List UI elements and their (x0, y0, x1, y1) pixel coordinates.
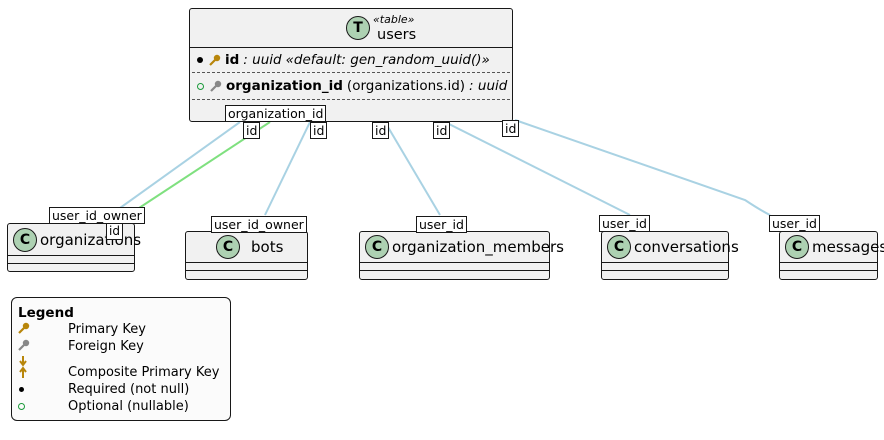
relation-label-user-id: user_id (599, 215, 650, 232)
organizations-entity[interactable]: C organizations (7, 223, 141, 272)
foreign-key-icon (210, 80, 222, 92)
field-name: id (225, 52, 240, 68)
users-organization-members-line (384, 121, 441, 216)
bots-entity[interactable]: C bots (185, 231, 308, 280)
users-table[interactable]: T «table» users id : uuid «default: gen_… (189, 8, 513, 122)
table-type-icon: T (346, 16, 370, 40)
legend-item: Primary Key (18, 321, 230, 338)
legend-label: Optional (nullable) (68, 399, 189, 414)
relation-label-id: id (106, 223, 123, 240)
users-bots-line (264, 121, 311, 216)
legend-label: Required (not null) (68, 382, 190, 397)
legend-item: Optional (nullable) (18, 398, 230, 415)
table-name: users (377, 27, 417, 43)
field-organization-id[interactable]: organization_id (organizations.id) : uui… (190, 73, 512, 99)
relation-label-user-id: user_id (416, 216, 467, 233)
class-icon: C (13, 227, 37, 252)
relation-label-id: id (433, 122, 451, 139)
entity-name: conversations (634, 238, 739, 256)
relation-label-id: id (502, 120, 520, 137)
legend-title: Legend (18, 305, 74, 321)
field-name: organization_id (226, 78, 343, 94)
entity-name: organization_members (392, 238, 564, 256)
messages-entity[interactable]: C messages (779, 231, 884, 280)
required-dot-icon (18, 381, 68, 398)
field-default: «default: gen_random_uuid()» (285, 52, 490, 68)
primary-key-icon (209, 54, 221, 66)
legend-label: Foreign Key (68, 339, 144, 354)
legend-item: Required (not null) (18, 381, 230, 398)
relation-label-id: id (310, 122, 328, 139)
entity-name: organizations (40, 230, 142, 249)
conversations-entity[interactable]: C conversations (601, 231, 739, 280)
relation-label-id: id (372, 122, 390, 139)
class-icon: C (785, 235, 809, 259)
required-dot-icon (197, 57, 203, 63)
organization-members-entity[interactable]: C organization_members (359, 231, 564, 280)
users-conversations-line (444, 121, 631, 216)
legend-item: Foreign Key (18, 338, 230, 355)
users-messages-line (514, 119, 771, 216)
users-organizations-owner-line (119, 121, 241, 209)
optional-circle-icon (18, 398, 68, 415)
optional-circle-icon (197, 82, 204, 90)
field-type: : uuid (243, 52, 282, 68)
legend-item: Composite Primary Key (18, 355, 230, 381)
legend: Legend Primary Key Foreign Key Composite… (11, 297, 231, 421)
legend-label: Primary Key (68, 322, 146, 337)
field-type: : uuid (469, 78, 508, 94)
foreign-key-icon (18, 338, 68, 355)
field-id[interactable]: id : uuid «default: gen_random_uuid()» (190, 48, 512, 72)
primary-key-icon (18, 321, 68, 338)
composite-key-icon (18, 355, 68, 381)
relation-label-user-id: user_id (769, 215, 820, 232)
field-reference: (organizations.id) (346, 78, 466, 94)
users-table-header: T «table» users (190, 9, 512, 47)
relation-label-id: id (243, 122, 261, 139)
relation-label-owner: user_id_owner (211, 216, 307, 233)
legend-label: Composite Primary Key (68, 365, 220, 380)
entity-name: messages (812, 238, 884, 256)
entity-name: bots (251, 238, 284, 256)
table-stereotype: «table» (373, 13, 415, 26)
relation-label-organization-id: organization_id (225, 105, 327, 122)
class-icon: C (216, 235, 240, 259)
relation-label-owner: user_id_owner (49, 207, 145, 224)
class-icon: C (607, 235, 631, 259)
class-icon: C (365, 235, 389, 259)
